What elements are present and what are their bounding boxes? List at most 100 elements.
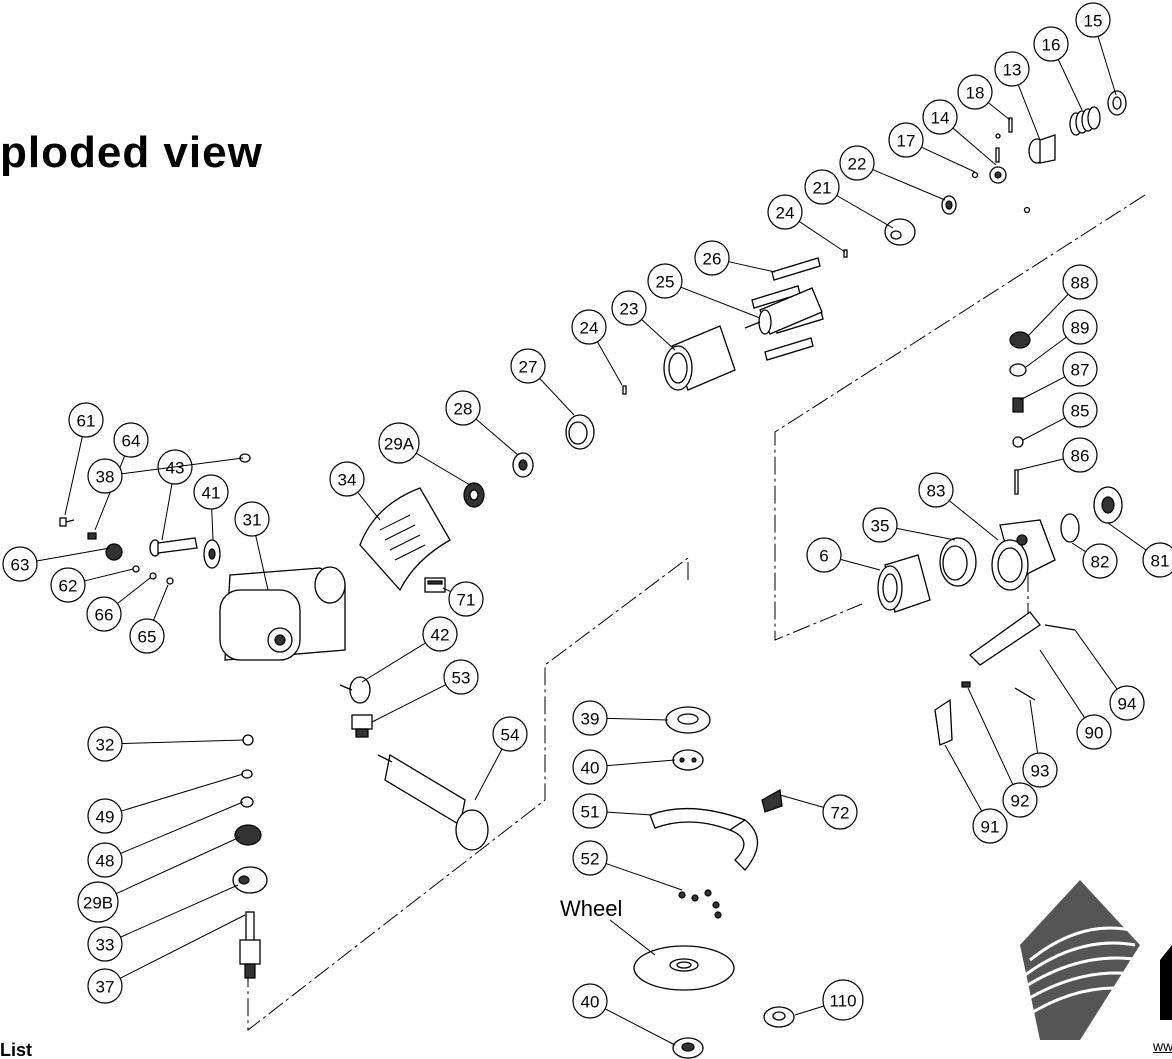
callout-27: 27 — [510, 348, 575, 416]
callout-number: 24 — [580, 319, 599, 338]
callout-86: 86 — [1017, 437, 1098, 473]
callout-number: 63 — [11, 556, 30, 575]
callout-number: 86 — [1071, 447, 1090, 466]
callout-number: 6 — [819, 547, 828, 566]
leader-line — [641, 319, 676, 351]
leader-line — [1025, 336, 1067, 368]
callout-26: 26 — [694, 240, 776, 276]
part-31-housing — [219, 566, 346, 661]
callout-bubble — [87, 968, 123, 1004]
callout-number: 49 — [96, 808, 115, 827]
parts-list-heading: List — [0, 1040, 33, 1059]
callout-bubble — [1082, 543, 1118, 579]
callout-bubble — [647, 263, 683, 299]
callout-number: 13 — [1003, 61, 1022, 80]
part-88-plug — [1009, 331, 1031, 349]
leader-line — [896, 527, 956, 541]
callout-bubble — [572, 983, 608, 1019]
leader-line — [357, 491, 381, 521]
callout-bubble — [822, 979, 864, 1021]
callout-71: 71 — [442, 581, 484, 617]
callout-number: 72 — [831, 804, 850, 823]
callout-29B: 29B — [77, 836, 241, 923]
callout-number: 14 — [931, 109, 950, 128]
leader-line — [121, 457, 244, 475]
callout-number: 21 — [813, 179, 832, 198]
leader-line — [120, 801, 244, 854]
callout-number: 89 — [1071, 319, 1090, 338]
callout-bubble — [1022, 752, 1058, 788]
leader-line — [794, 1005, 825, 1016]
callout-bubble — [87, 726, 123, 762]
page-title: ploded view — [0, 128, 263, 177]
leader-line — [1019, 376, 1066, 401]
callout-number: 40 — [581, 993, 600, 1012]
callout-92: 92 — [967, 687, 1038, 818]
callout-bubble — [1075, 2, 1111, 38]
callout-bubble — [1062, 437, 1098, 473]
callout-bubble — [888, 122, 924, 158]
website-link[interactable]: ww — [1153, 1038, 1172, 1054]
callout-6: 6 — [806, 537, 881, 573]
callout-bubble — [422, 616, 458, 652]
callout-bubble — [129, 618, 165, 654]
callout-bubble — [113, 422, 149, 458]
callout-number: 35 — [871, 517, 890, 536]
callout-49: 49 — [87, 773, 244, 834]
callout-number: 29B — [83, 894, 113, 913]
callout-34: 34 — [329, 461, 381, 521]
callout-bubble — [694, 240, 730, 276]
part-40-flange-upper — [672, 749, 704, 771]
callout-bubble — [77, 881, 119, 923]
callout-bubble — [329, 461, 365, 497]
leader-line — [680, 286, 761, 319]
part-52-screws — [678, 889, 722, 919]
part-110-washer — [763, 1006, 795, 1028]
part-63-nut — [105, 543, 123, 561]
part-65-washer — [166, 577, 174, 585]
part-94-pin — [1044, 624, 1076, 631]
callout-bubble — [510, 348, 546, 384]
callout-number: 41 — [202, 484, 221, 503]
leader-line — [361, 642, 426, 683]
leader-line — [117, 577, 151, 604]
leader-line — [606, 759, 676, 767]
part-49-washer — [241, 769, 253, 779]
callout-bubble — [804, 169, 840, 205]
part-61-screw — [59, 517, 75, 527]
part-15-ring — [1107, 90, 1127, 116]
callout-94: 94 — [1074, 629, 1145, 721]
callout-number: 38 — [96, 468, 115, 487]
part-39-nut — [665, 706, 711, 734]
part-14-regulator — [971, 133, 1031, 214]
leader-line — [161, 483, 173, 541]
leader-line — [798, 221, 846, 253]
leader-line — [474, 748, 503, 801]
callout-bubble — [87, 926, 123, 962]
part-43-bolt — [149, 537, 198, 557]
part-42-plug — [339, 676, 371, 704]
callout-16: 16 — [1033, 26, 1083, 111]
callout-bubble — [87, 798, 123, 834]
callout-number: 43 — [166, 459, 185, 478]
part-24-pin-lower — [622, 385, 627, 395]
callout-90: 90 — [1039, 649, 1112, 750]
callout-number: 17 — [897, 132, 916, 151]
leader-line — [115, 836, 241, 895]
callout-number: 61 — [77, 412, 96, 431]
callout-bubble — [571, 309, 607, 345]
callout-bubble — [87, 458, 123, 494]
leader-line — [948, 500, 999, 541]
callout-bubble — [862, 507, 898, 543]
leader-line — [604, 1008, 676, 1046]
callout-32: 32 — [87, 726, 245, 762]
part-35-ring-nut — [939, 537, 977, 587]
callout-bubble — [50, 567, 86, 603]
callout-bubble — [492, 716, 528, 752]
callout-number: 29A — [384, 435, 415, 454]
part-13-valve — [1028, 134, 1056, 164]
callout-number: 31 — [243, 511, 262, 530]
leader-line — [539, 378, 575, 416]
callout-bubble — [572, 840, 608, 876]
